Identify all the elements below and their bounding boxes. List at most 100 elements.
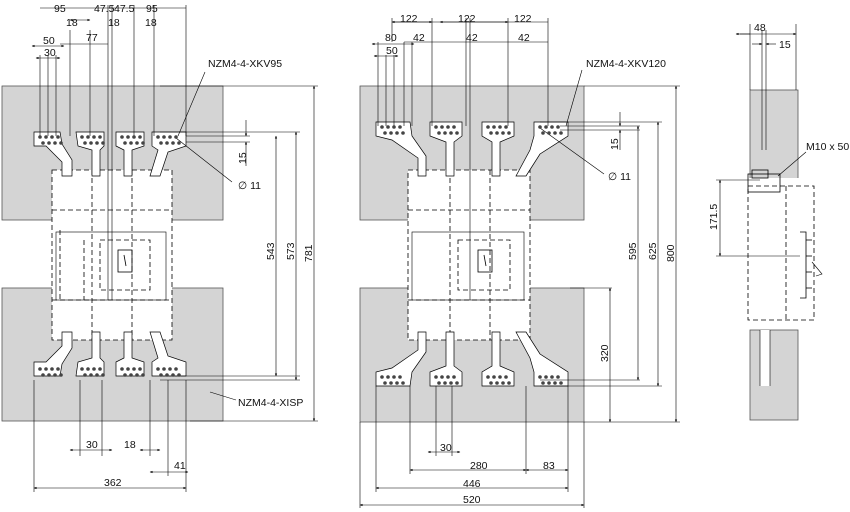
label-nzm4-4-xkv95: NZM4-4-XKV95 [208, 58, 282, 70]
bolt-hole [544, 125, 548, 129]
dim-77: 77 [86, 32, 98, 44]
bolt-hole [159, 141, 163, 145]
bolt-hole [129, 141, 133, 145]
bolt-hole [446, 125, 450, 129]
bolt-hole [504, 375, 508, 379]
bolt-hole [168, 135, 172, 139]
dim-42-c: 42 [518, 32, 530, 44]
bolt-hole [56, 367, 60, 371]
dim-95-right: 95 [146, 3, 158, 15]
bolt-hole [550, 125, 554, 129]
bolt-hole [455, 131, 459, 135]
bolt-hole [559, 131, 563, 135]
dim-95-left: 95 [54, 3, 66, 15]
dim-520: 520 [463, 494, 481, 506]
dim-47-5-b: 47.5 [114, 3, 135, 15]
bolt-hole [538, 125, 542, 129]
dim-18-b: 18 [108, 17, 120, 29]
bolt-hole [98, 135, 102, 139]
bolt-hole [86, 135, 90, 139]
bolt-hole [486, 125, 490, 129]
bolt-hole [41, 373, 45, 377]
bolt-hole [544, 375, 548, 379]
bolt-hole [449, 381, 453, 385]
bolt-hole [556, 125, 560, 129]
dim-15-side: 15 [779, 39, 791, 51]
dim-171-5: 171.5 [708, 204, 720, 230]
dim-42-b: 42 [466, 32, 478, 44]
dim-320: 320 [599, 344, 611, 362]
bolt-hole [538, 375, 542, 379]
bolt-hole [495, 131, 499, 135]
bolt-hole [550, 375, 554, 379]
bolt-hole [495, 381, 499, 385]
terminal-holes [38, 125, 563, 385]
dim-30: 30 [44, 47, 56, 59]
dim-280: 280 [470, 460, 488, 472]
bolt-hole [171, 373, 175, 377]
bolt-hole [126, 135, 130, 139]
dim-41: 41 [174, 460, 186, 472]
bolt-hole [132, 367, 136, 371]
bolt-hole [401, 381, 405, 385]
bolt-hole [498, 375, 502, 379]
bolt-hole [398, 125, 402, 129]
bolt-hole [437, 131, 441, 135]
bolt-hole [162, 135, 166, 139]
bolt-hole [443, 131, 447, 135]
dim-80: 80 [385, 32, 397, 44]
bolt-hole [171, 141, 175, 145]
bolt-hole [165, 373, 169, 377]
bolt-hole [59, 373, 63, 377]
dim-800: 800 [665, 244, 677, 262]
bolt-hole [174, 135, 178, 139]
side-top-plate [749, 89, 799, 187]
bolt-hole [53, 141, 57, 145]
dim-122-c: 122 [514, 13, 532, 25]
dim-18-a: 18 [66, 17, 78, 29]
dim-595: 595 [627, 242, 639, 260]
bolt-hole [95, 141, 99, 145]
bolt-hole [507, 131, 511, 135]
bolt-hole [541, 381, 545, 385]
bolt-hole [380, 125, 384, 129]
dim-362: 362 [104, 477, 122, 489]
bolt-hole [392, 125, 396, 129]
bolt-hole [383, 381, 387, 385]
dim-543: 543 [265, 242, 277, 260]
bolt-hole [541, 131, 545, 135]
bolt-hole [135, 373, 139, 377]
bolt-hole [92, 367, 96, 371]
dim-446: 446 [463, 478, 481, 490]
bolt-hole [47, 373, 51, 377]
bolt-hole [507, 381, 511, 385]
bolt-hole [446, 375, 450, 379]
bolt-hole [123, 373, 127, 377]
bolt-hole [123, 141, 127, 145]
bolt-hole [138, 367, 142, 371]
bolt-hole [437, 381, 441, 385]
dim-42-a: 42 [413, 32, 425, 44]
bolt-hole [392, 375, 396, 379]
bolt-hole [129, 373, 133, 377]
bolt-hole [492, 125, 496, 129]
bolt-hole [53, 373, 57, 377]
bolt-hole [389, 131, 393, 135]
bolt-hole [547, 131, 551, 135]
dim-30-bottom: 30 [86, 439, 98, 451]
bolt-hole [41, 141, 45, 145]
dim-15: 15 [237, 152, 249, 164]
bolt-hole [138, 135, 142, 139]
bolt-hole [92, 135, 96, 139]
bolt-hole [80, 135, 84, 139]
bolt-hole [98, 367, 102, 371]
bolt-hole [486, 375, 490, 379]
dim-122-b: 122 [458, 13, 476, 25]
bolt-hole [553, 131, 557, 135]
bolt-hole [559, 381, 563, 385]
bolt-hole [83, 141, 87, 145]
dim-781: 781 [303, 244, 315, 262]
label-hole-11-left: ∅ 11 [238, 180, 261, 192]
bolt-hole [395, 381, 399, 385]
bolt-hole [389, 381, 393, 385]
